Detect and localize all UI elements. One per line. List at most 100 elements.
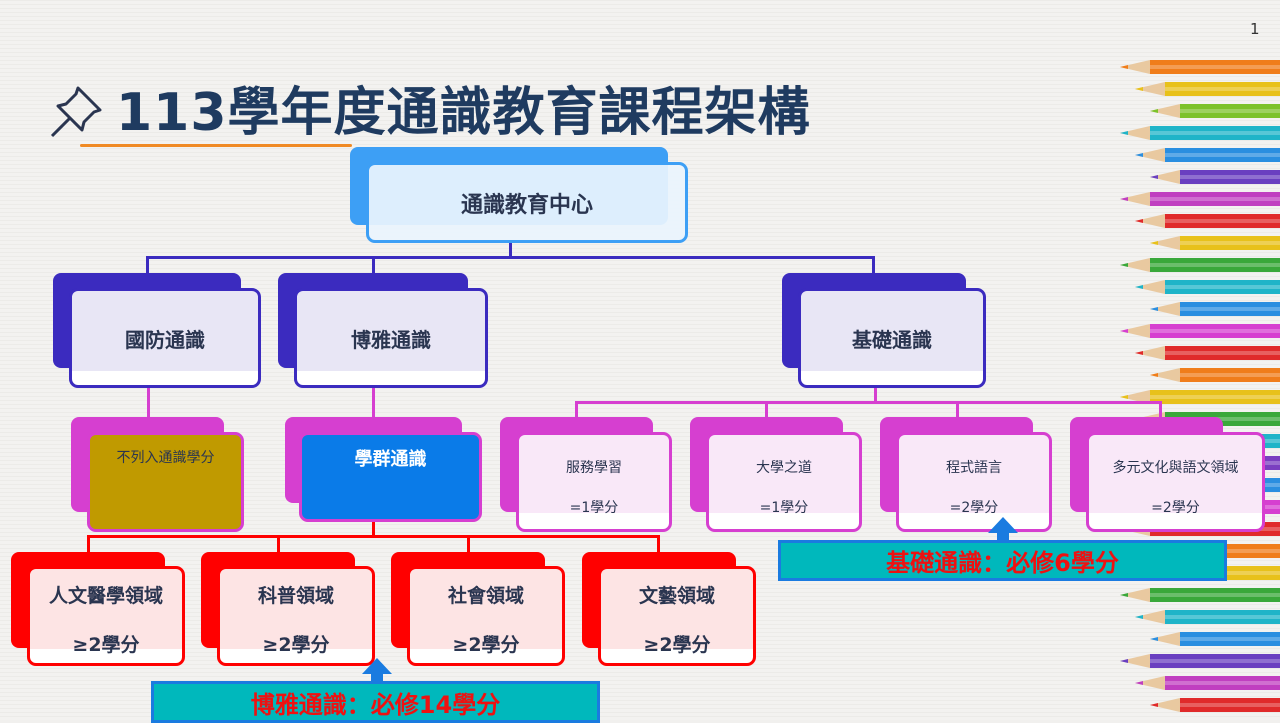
connector (575, 401, 578, 418)
pencil (1120, 324, 1150, 338)
pencil (1150, 258, 1280, 272)
basic-course-node[interactable]: 服務學習 =1學分 (516, 432, 672, 532)
connector (87, 535, 90, 553)
pencil (1180, 236, 1280, 250)
pencil (1180, 170, 1280, 184)
connector (372, 387, 375, 418)
node-label: 人文醫學領域 (48, 585, 163, 607)
pencil (1135, 676, 1165, 690)
pencil (1135, 280, 1165, 294)
node-credits: =2學分 (949, 500, 999, 516)
domain-node[interactable]: 文藝領域 ≥2學分 (598, 566, 756, 666)
pencil (1150, 192, 1280, 206)
pencil (1165, 82, 1280, 96)
title-underline (80, 144, 352, 147)
page-title: 113學年度通識教育課程架構 (116, 83, 811, 143)
pencil (1165, 214, 1280, 228)
pencil (1135, 82, 1165, 96)
node-label: 不列入通識學分 (116, 450, 215, 466)
node-label: 社會領域 (447, 585, 524, 607)
connector (146, 256, 149, 274)
pencil (1165, 676, 1280, 690)
node-label: 基礎通識 (852, 327, 932, 352)
pencil (1150, 654, 1280, 668)
node-label: 通識教育中心 (460, 192, 593, 218)
pencil (1150, 170, 1180, 184)
connector (509, 242, 512, 258)
pencil (1150, 632, 1180, 646)
node-label: 國防通識 (125, 327, 205, 352)
pencil (1180, 632, 1280, 646)
pencil (1150, 324, 1280, 338)
pencil (1165, 148, 1280, 162)
connector (872, 256, 875, 274)
pushpin-icon (50, 86, 102, 138)
connector (657, 535, 660, 553)
pencil (1120, 258, 1150, 272)
page-number: 1 (1250, 20, 1260, 38)
pencil (1180, 698, 1280, 712)
basic-course-node[interactable]: 程式語言 =2學分 (896, 432, 1052, 532)
connector (372, 521, 375, 537)
arrow-stem (997, 530, 1009, 541)
node-label: 大學之道 (756, 460, 812, 476)
connector (467, 535, 470, 553)
domain-node[interactable]: 人文醫學領域 ≥2學分 (27, 566, 185, 666)
callout-liberal-arts: 博雅通識：必修14學分 (151, 681, 600, 723)
basic-course-node[interactable]: 大學之道 =1學分 (706, 432, 862, 532)
pencil (1150, 368, 1180, 382)
pencils-decoration (1120, 60, 1280, 712)
node-basic[interactable]: 基礎通識 (798, 288, 986, 388)
node-liberal-arts[interactable]: 博雅通識 (294, 288, 488, 388)
node-label: 程式語言 (946, 460, 1002, 476)
pencil (1150, 588, 1280, 602)
arrow-up-icon (362, 658, 392, 674)
pencil (1135, 346, 1165, 360)
pencil (1150, 126, 1280, 140)
node-label: 科普領域 (257, 585, 334, 607)
pencil (1180, 104, 1280, 118)
connector (87, 535, 660, 538)
node-credits: ≥2學分 (262, 634, 330, 656)
node-label: 學群通識 (354, 449, 427, 470)
node-label: 文藝領域 (638, 585, 715, 607)
node-credits: =1學分 (569, 500, 619, 516)
pencil (1120, 60, 1150, 74)
node-credits: ≥2學分 (643, 634, 711, 656)
domain-node[interactable]: 社會領域 ≥2學分 (407, 566, 565, 666)
pencil (1120, 126, 1150, 140)
connector (146, 256, 875, 259)
connector (277, 535, 280, 553)
domain-node[interactable]: 科普領域 ≥2學分 (217, 566, 375, 666)
pencil (1150, 60, 1280, 74)
basic-course-node[interactable]: 多元文化與語文領域 =2學分 (1086, 432, 1265, 532)
pencil (1150, 104, 1180, 118)
connector (956, 401, 959, 418)
pencil (1135, 214, 1165, 228)
pencil (1180, 368, 1280, 382)
root-node[interactable]: 通識教育中心 (366, 162, 688, 243)
node-not-counted[interactable]: 不列入通識學分 (87, 432, 244, 532)
node-defense[interactable]: 國防通識 (69, 288, 261, 388)
connector (874, 387, 877, 402)
pencil (1135, 148, 1165, 162)
pencil (1165, 610, 1280, 624)
pencil (1150, 698, 1180, 712)
pencil (1150, 390, 1280, 404)
pencil (1165, 280, 1280, 294)
node-label: 博雅通識 (351, 327, 431, 352)
pencil (1120, 654, 1150, 668)
connector (147, 387, 150, 418)
node-cluster[interactable]: 學群通識 (299, 432, 482, 522)
pencil (1120, 588, 1150, 602)
pencil (1165, 346, 1280, 360)
node-credits: =2學分 (1151, 500, 1200, 516)
node-label: 多元文化與語文領域 (1112, 460, 1239, 476)
pencil (1150, 302, 1180, 316)
pencil (1120, 192, 1150, 206)
pencil (1135, 610, 1165, 624)
node-credits: =1學分 (759, 500, 809, 516)
connector (765, 401, 768, 418)
arrow-up-icon (988, 517, 1018, 533)
node-label: 服務學習 (566, 460, 622, 476)
